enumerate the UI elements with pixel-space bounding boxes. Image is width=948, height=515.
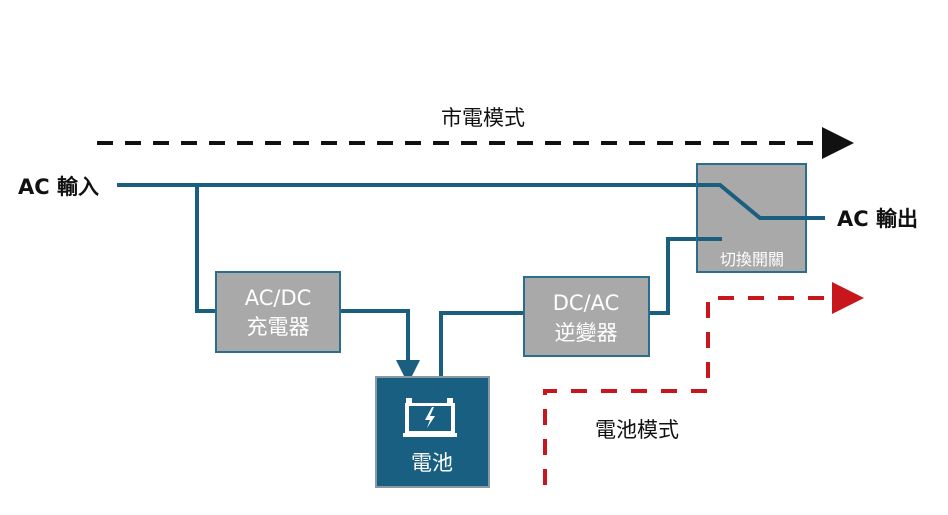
battery-mode-label: 電池模式 bbox=[595, 418, 679, 442]
charger-line2: 充電器 bbox=[247, 315, 310, 339]
battery-block: 電池 bbox=[375, 376, 490, 488]
inverter-line1: DC/AC bbox=[553, 291, 620, 315]
ac-input-label: AC 輸入 bbox=[18, 175, 99, 199]
wiring bbox=[117, 183, 722, 384]
inverter-to-switch-wire bbox=[649, 237, 722, 315]
transfer-switch-block: 切換開關 bbox=[696, 163, 825, 273]
charger-box bbox=[215, 271, 341, 353]
ac-output-label: AC 輸出 bbox=[837, 207, 918, 231]
switch-label: 切換開關 bbox=[720, 250, 784, 269]
switch-contact bbox=[697, 183, 825, 220]
charger-line1: AC/DC bbox=[245, 286, 312, 310]
charger-block: AC/DC 充電器 bbox=[215, 271, 341, 353]
mains-mode-label: 市電模式 bbox=[441, 106, 525, 130]
charger-input-wire bbox=[195, 185, 216, 313]
battery-to-inverter-wire bbox=[439, 311, 524, 377]
inverter-block: DC/AC 逆變器 bbox=[523, 276, 650, 357]
battery-charge-icon bbox=[403, 398, 457, 437]
battery-label: 電池 bbox=[411, 451, 453, 475]
battery-mode-arrow bbox=[543, 282, 864, 485]
inverter-line2: 逆變器 bbox=[555, 321, 618, 345]
charger-to-battery-wire bbox=[340, 309, 420, 384]
inverter-box bbox=[523, 276, 650, 357]
